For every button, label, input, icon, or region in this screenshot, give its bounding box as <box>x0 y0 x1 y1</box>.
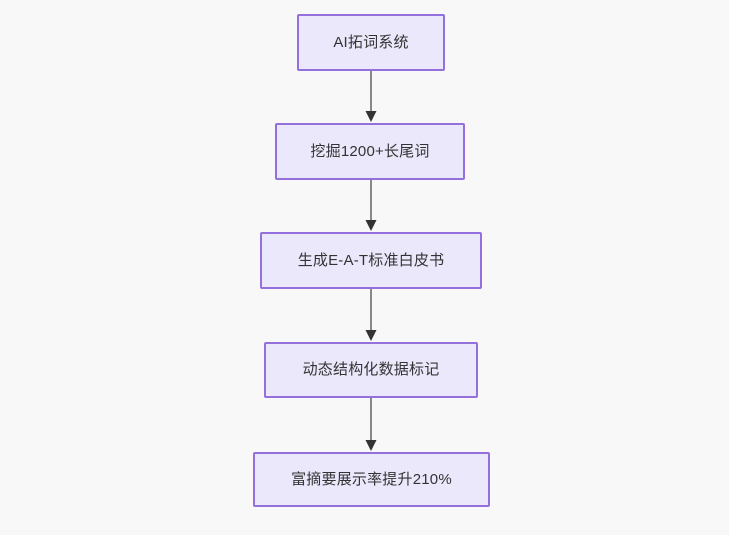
flowchart-node-1[interactable]: AI拓词系统 <box>297 14 445 71</box>
flowchart-node-2[interactable]: 挖掘1200+长尾词 <box>275 123 465 180</box>
flowchart-node-3-label: 生成E-A-T标准白皮书 <box>297 251 445 269</box>
arrow-down-icon <box>365 440 377 451</box>
flowchart-node-1-label: AI拓词系统 <box>333 33 409 51</box>
flowchart-node-4[interactable]: 动态结构化数据标记 <box>264 342 478 398</box>
flowchart-node-4-label: 动态结构化数据标记 <box>302 361 440 378</box>
flowchart-node-3[interactable]: 生成E-A-T标准白皮书 <box>260 232 482 289</box>
flowchart-node-5[interactable]: 富摘要展示率提升210% <box>253 452 490 507</box>
arrow-down-icon <box>365 330 377 341</box>
arrow-down-icon <box>365 111 377 122</box>
flowchart-edge-3 <box>360 289 382 342</box>
flowchart-edge-4 <box>360 398 382 452</box>
flowchart-edge-1 <box>360 71 382 123</box>
arrow-down-icon <box>365 220 377 231</box>
flowchart-node-5-label: 富摘要展示率提升210% <box>291 470 452 488</box>
flowchart-edge-2 <box>360 180 382 232</box>
flowchart-node-2-label: 挖掘1200+长尾词 <box>310 142 430 160</box>
